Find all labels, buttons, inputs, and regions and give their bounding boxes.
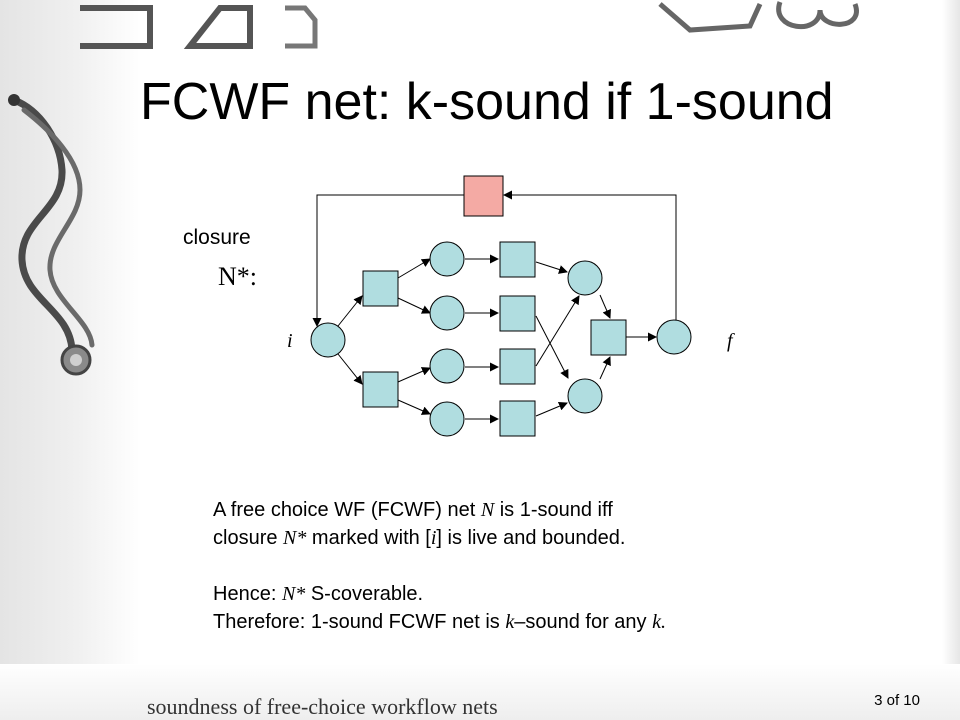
body-line-1: A free choice WF (FCWF) net N is 1-sound… (213, 499, 613, 521)
transition (499, 241, 536, 278)
place (429, 401, 465, 437)
place (567, 378, 603, 414)
top-folder-icons (80, 5, 318, 49)
body-line-2: closure N* marked with [i] is live and b… (213, 527, 626, 549)
closure-symbol: N*: (218, 262, 257, 291)
right-decor-edge (942, 0, 960, 720)
arc-closure-to-i (312, 194, 464, 327)
arc (535, 401, 568, 417)
arc (535, 315, 569, 379)
arc (397, 258, 431, 279)
place (429, 348, 465, 384)
arc (397, 367, 431, 383)
page-number: 3 of 10 (874, 692, 920, 709)
body-line-3: Hence: N* S-coverable. (213, 583, 424, 605)
place-f (656, 319, 692, 355)
transition (499, 400, 536, 437)
arc (397, 297, 431, 314)
body-text: A free choice WF (FCWF) net N is 1-sound… (213, 496, 666, 636)
slide-title: FCWF net: k-sound if 1-sound (140, 73, 834, 131)
transition (590, 319, 627, 356)
bottom-decor-band (0, 664, 960, 720)
closure-label: closure (183, 226, 251, 249)
arc (599, 294, 611, 319)
footer-text: soundness of free-choice workflow nets (147, 694, 498, 719)
arc-f-to-closure (503, 190, 677, 323)
closure-transition (463, 175, 504, 217)
place (429, 295, 465, 331)
arc (337, 295, 363, 327)
place (429, 241, 465, 277)
top-right-decor-icon (658, 1, 859, 33)
transition (362, 270, 399, 307)
arc (397, 399, 431, 415)
transition (499, 295, 536, 332)
arc (337, 353, 363, 385)
transition (362, 371, 399, 408)
place-i-label: i (287, 330, 293, 352)
place (567, 260, 603, 296)
arc (599, 356, 611, 380)
place-f-label: f (727, 330, 735, 352)
paragraph-gap (213, 552, 666, 580)
transition (499, 348, 536, 385)
stethoscope-icon (8, 94, 95, 376)
arc (535, 261, 568, 274)
arc (535, 295, 580, 367)
place-i (310, 322, 346, 358)
body-line-4: Therefore: 1-sound FCWF net is k–sound f… (213, 611, 666, 633)
